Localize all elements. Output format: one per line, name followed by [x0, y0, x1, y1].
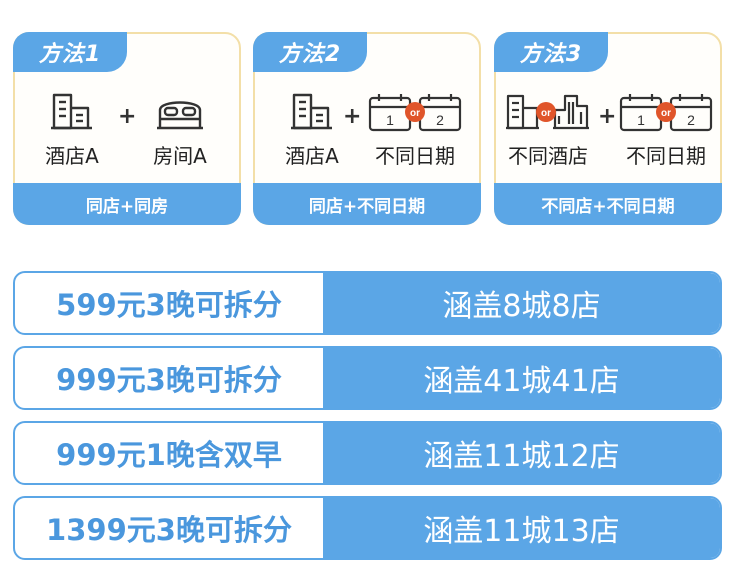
method-tab-2: 方法2: [253, 32, 367, 72]
hotel-a-item: 酒店A: [267, 92, 357, 169]
method-card-1: 方法1 酒店A + 房间A: [13, 32, 241, 225]
package-row: 599元3晚可拆分 涵盖8城8店: [13, 271, 722, 335]
different-dates-item: 1 2 or 不同日期: [614, 92, 718, 169]
calendar-day-1: 1: [386, 112, 394, 128]
calendar-day-2: 2: [687, 112, 695, 128]
hotel-building-icon: [291, 93, 332, 130]
method-card-2: 方法2 酒店A +: [253, 32, 481, 225]
package-offer: 999元1晚含双早: [56, 438, 282, 472]
different-dates-label: 不同日期: [375, 144, 455, 168]
method-footer-3: 不同店+不同日期: [494, 183, 722, 225]
room-a-item: 房间A: [135, 92, 225, 169]
method-footer-2: 同店+不同日期: [253, 183, 481, 225]
or-badge: or: [541, 108, 551, 119]
hotel-a-label: 酒店A: [45, 144, 99, 168]
plus-sign: +: [343, 104, 362, 129]
different-dates-label: 不同日期: [626, 144, 706, 168]
room-a-label: 房间A: [153, 144, 207, 168]
or-badge: or: [661, 108, 671, 119]
method-tab-3: 方法3: [494, 32, 608, 72]
package-coverage: 涵盖11城12店: [323, 423, 720, 483]
calendar-pair-icon: 1 2 or: [368, 94, 462, 132]
plus-sign: +: [118, 104, 137, 129]
buildings-pair-icon: or: [506, 94, 589, 130]
different-dates-item: 1 2 or 不同日期: [363, 92, 467, 169]
hotel-building-icon: [51, 93, 92, 130]
method-card-3: 方法3 or 不同酒店 +: [494, 32, 722, 225]
method-footer-1: 同店+同房: [13, 183, 241, 225]
package-coverage: 涵盖8城8店: [323, 273, 720, 333]
package-coverage: 涵盖41城41店: [323, 348, 720, 408]
different-hotels-item: or 不同酒店: [498, 92, 598, 169]
bed-icon: [157, 101, 203, 130]
different-hotels-label: 不同酒店: [508, 144, 588, 168]
plus-sign: +: [598, 104, 617, 129]
package-row: 1399元3晚可拆分 涵盖11城13店: [13, 496, 722, 560]
package-row: 999元3晚可拆分 涵盖41城41店: [13, 346, 722, 410]
package-offer: 999元3晚可拆分: [56, 363, 282, 397]
or-badge: or: [410, 108, 420, 119]
hotel-a-item: 酒店A: [27, 92, 117, 169]
hotel-a-label: 酒店A: [285, 144, 339, 168]
method-tab-1: 方法1: [13, 32, 127, 72]
calendar-day-1: 1: [637, 112, 645, 128]
calendar-day-2: 2: [436, 112, 444, 128]
calendar-pair-icon: 1 2 or: [619, 94, 713, 132]
package-offer: 1399元3晚可拆分: [46, 513, 292, 547]
package-row: 999元1晚含双早 涵盖11城12店: [13, 421, 722, 485]
package-offer: 599元3晚可拆分: [56, 288, 282, 322]
package-coverage: 涵盖11城13店: [323, 498, 720, 558]
